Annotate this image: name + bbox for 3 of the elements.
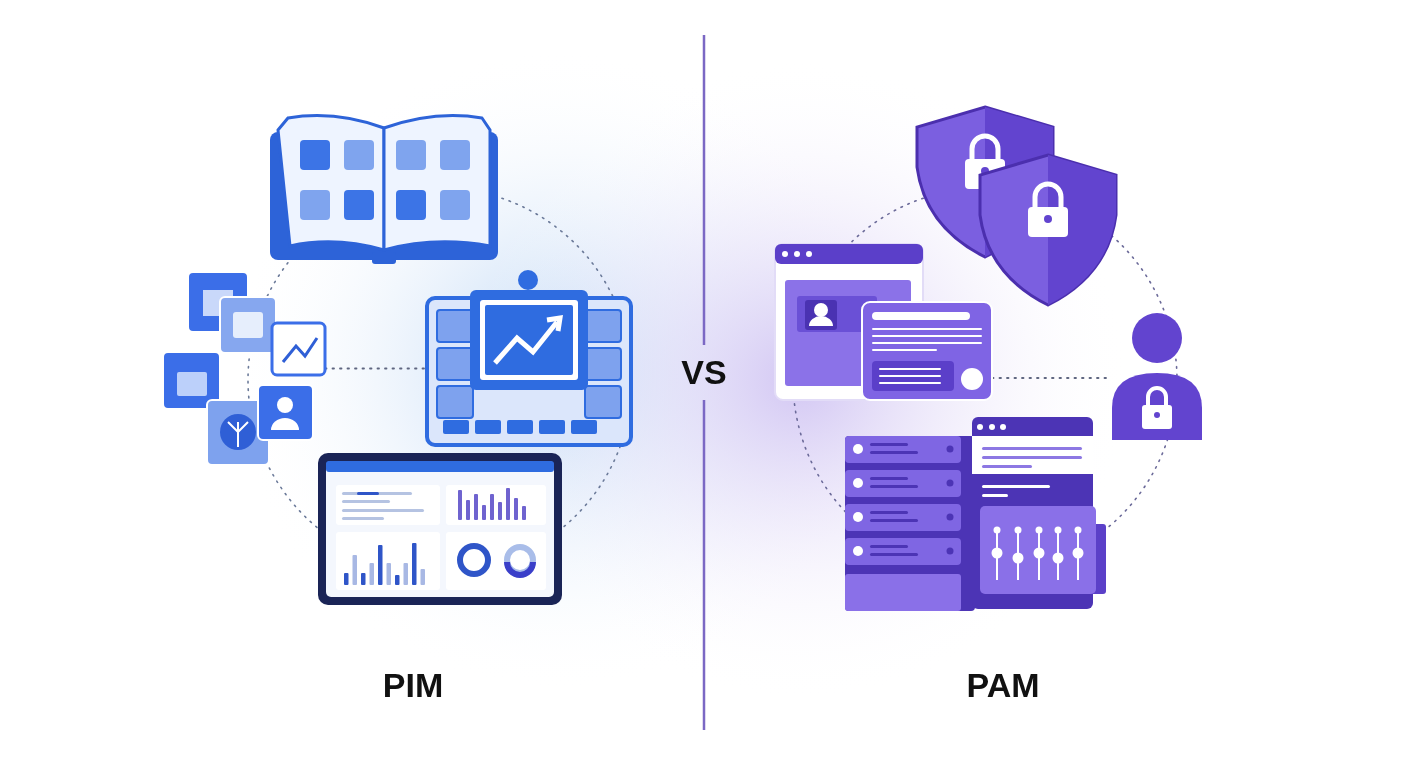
section-title: PAM: [966, 668, 1040, 702]
versus-label: VS: [681, 355, 727, 389]
section-title: PIM: [382, 668, 444, 702]
